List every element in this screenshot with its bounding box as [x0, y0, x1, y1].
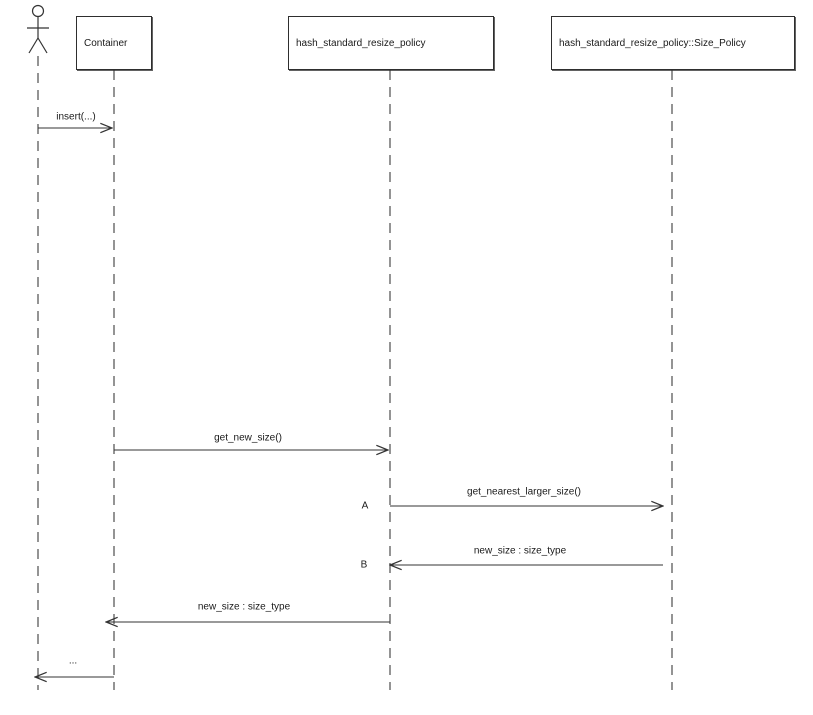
message-label-ellipsis: ...: [68, 655, 78, 667]
participant-label: hash_standard_resize_policy::Size_Policy: [559, 37, 746, 49]
message-label-get-nearest-larger-size: get_nearest_larger_size(): [467, 486, 581, 498]
message-label-insert: insert(...): [56, 111, 96, 123]
message-label-return-new-size: new_size : size_type: [197, 601, 291, 613]
participant-box-resize-policy: hash_standard_resize_policy: [288, 16, 494, 70]
message-label-get-new-size: get_new_size(): [214, 432, 282, 444]
actor-icon: [27, 4, 49, 54]
participant-label: hash_standard_resize_policy: [296, 37, 426, 49]
message-label-return-new-size-b: new_size : size_type: [473, 545, 567, 557]
participant-box-container: Container: [76, 16, 152, 70]
sequence-tag-a: A: [361, 500, 369, 512]
actor-leg-right: [37, 37, 48, 54]
participant-label: Container: [84, 37, 128, 49]
actor-head: [31, 4, 45, 18]
participant-box-size-policy: hash_standard_resize_policy::Size_Policy: [551, 16, 795, 70]
actor-leg-left: [28, 37, 39, 54]
sequence-tag-b: B: [360, 559, 368, 571]
